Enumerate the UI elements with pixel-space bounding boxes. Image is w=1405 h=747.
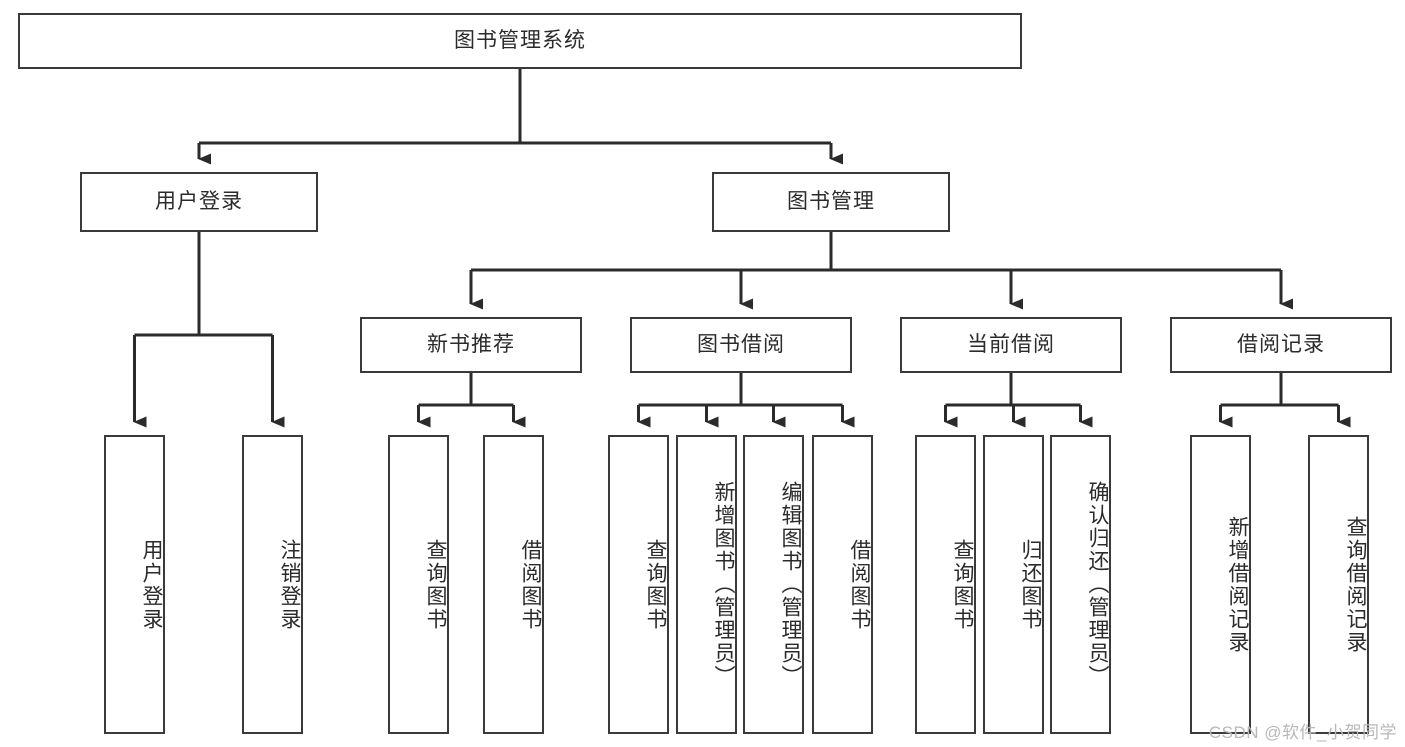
- node-root[interactable]: 图书管理系统: [18, 13, 1022, 69]
- node-new-book-recommend[interactable]: 新书推荐: [360, 317, 582, 373]
- node-label: 用户登录: [155, 190, 243, 214]
- node-book-borrow[interactable]: 图书借阅: [630, 317, 852, 373]
- node-label: 图书管理系统: [454, 29, 586, 53]
- node-borrow-record[interactable]: 借阅记录: [1170, 317, 1392, 373]
- node-leaf-user-login[interactable]: 用户登录: [104, 435, 165, 734]
- node-leaf-query-book-2[interactable]: 查询图书: [608, 435, 669, 734]
- node-label: 新增借阅记录: [1226, 515, 1249, 654]
- node-label: 查询图书: [424, 538, 447, 631]
- node-book-manage[interactable]: 图书管理: [712, 172, 950, 232]
- node-label: 图书管理: [787, 190, 875, 214]
- node-leaf-query-book-3[interactable]: 查询图书: [915, 435, 976, 734]
- node-label: 借阅图书: [519, 538, 542, 631]
- node-label: 编辑图书（管理员）: [779, 481, 802, 688]
- node-leaf-query-book-1[interactable]: 查询图书: [388, 435, 449, 734]
- node-label: 注销登录: [278, 538, 301, 631]
- node-leaf-borrow-book-1[interactable]: 借阅图书: [483, 435, 544, 734]
- node-label: 查询借阅记录: [1344, 515, 1367, 654]
- node-leaf-edit-book-admin[interactable]: 编辑图书（管理员）: [743, 435, 804, 734]
- node-label: 归还图书: [1019, 538, 1042, 631]
- node-label: 图书借阅: [697, 333, 785, 357]
- node-leaf-add-borrow-record[interactable]: 新增借阅记录: [1190, 435, 1251, 734]
- node-label: 借阅记录: [1237, 333, 1325, 357]
- node-label: 用户登录: [140, 538, 163, 631]
- watermark: CSDN @软件_小贺同学: [1208, 723, 1397, 742]
- node-leaf-add-book-admin[interactable]: 新增图书（管理员）: [676, 435, 737, 734]
- node-leaf-query-borrow-record[interactable]: 查询借阅记录: [1308, 435, 1369, 734]
- node-label: 新书推荐: [427, 333, 515, 357]
- node-label: 新增图书（管理员）: [712, 481, 735, 688]
- node-current-borrow[interactable]: 当前借阅: [900, 317, 1122, 373]
- node-leaf-return-book[interactable]: 归还图书: [983, 435, 1044, 734]
- node-label: 借阅图书: [848, 538, 871, 631]
- node-label: 查询图书: [644, 538, 667, 631]
- node-leaf-logout[interactable]: 注销登录: [242, 435, 303, 734]
- node-user-login[interactable]: 用户登录: [80, 172, 318, 232]
- node-label: 查询图书: [951, 538, 974, 631]
- node-label: 确认归还（管理员）: [1086, 481, 1109, 688]
- node-leaf-confirm-return-admin[interactable]: 确认归还（管理员）: [1050, 435, 1111, 734]
- node-label: 当前借阅: [967, 333, 1055, 357]
- node-leaf-borrow-book-2[interactable]: 借阅图书: [812, 435, 873, 734]
